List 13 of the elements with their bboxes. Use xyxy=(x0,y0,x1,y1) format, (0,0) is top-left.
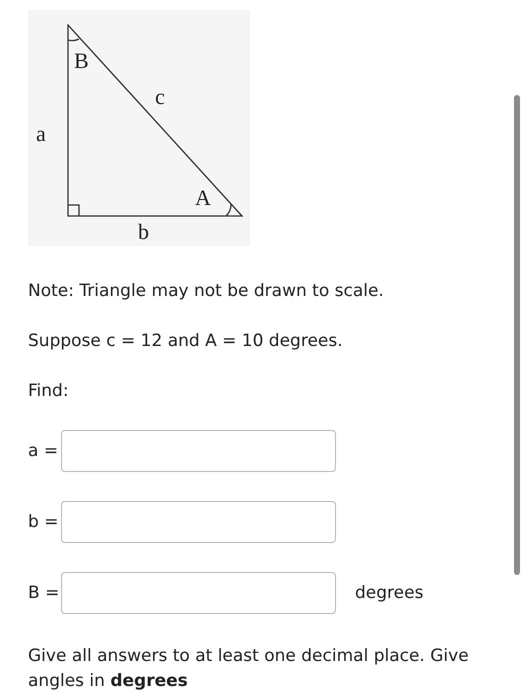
field-label: a = xyxy=(28,440,58,462)
side-label: b xyxy=(138,221,149,243)
unit-label: degrees xyxy=(355,582,424,604)
instruction-text: Find: xyxy=(28,380,69,402)
angle-label: A xyxy=(195,187,211,209)
note-text: Note: Triangle may not be drawn to scale. xyxy=(28,280,384,302)
field-label: B = xyxy=(28,582,60,604)
side-label: a xyxy=(36,123,46,145)
field-label: b = xyxy=(28,511,58,533)
instruction-text: Give all answers to at least one decimal place. Give angles in degrees xyxy=(28,645,470,693)
problem-text: Suppose c = 12 and A = 10 degrees. xyxy=(28,330,343,352)
side-label: c xyxy=(155,86,165,108)
angle-label: B xyxy=(74,50,89,72)
